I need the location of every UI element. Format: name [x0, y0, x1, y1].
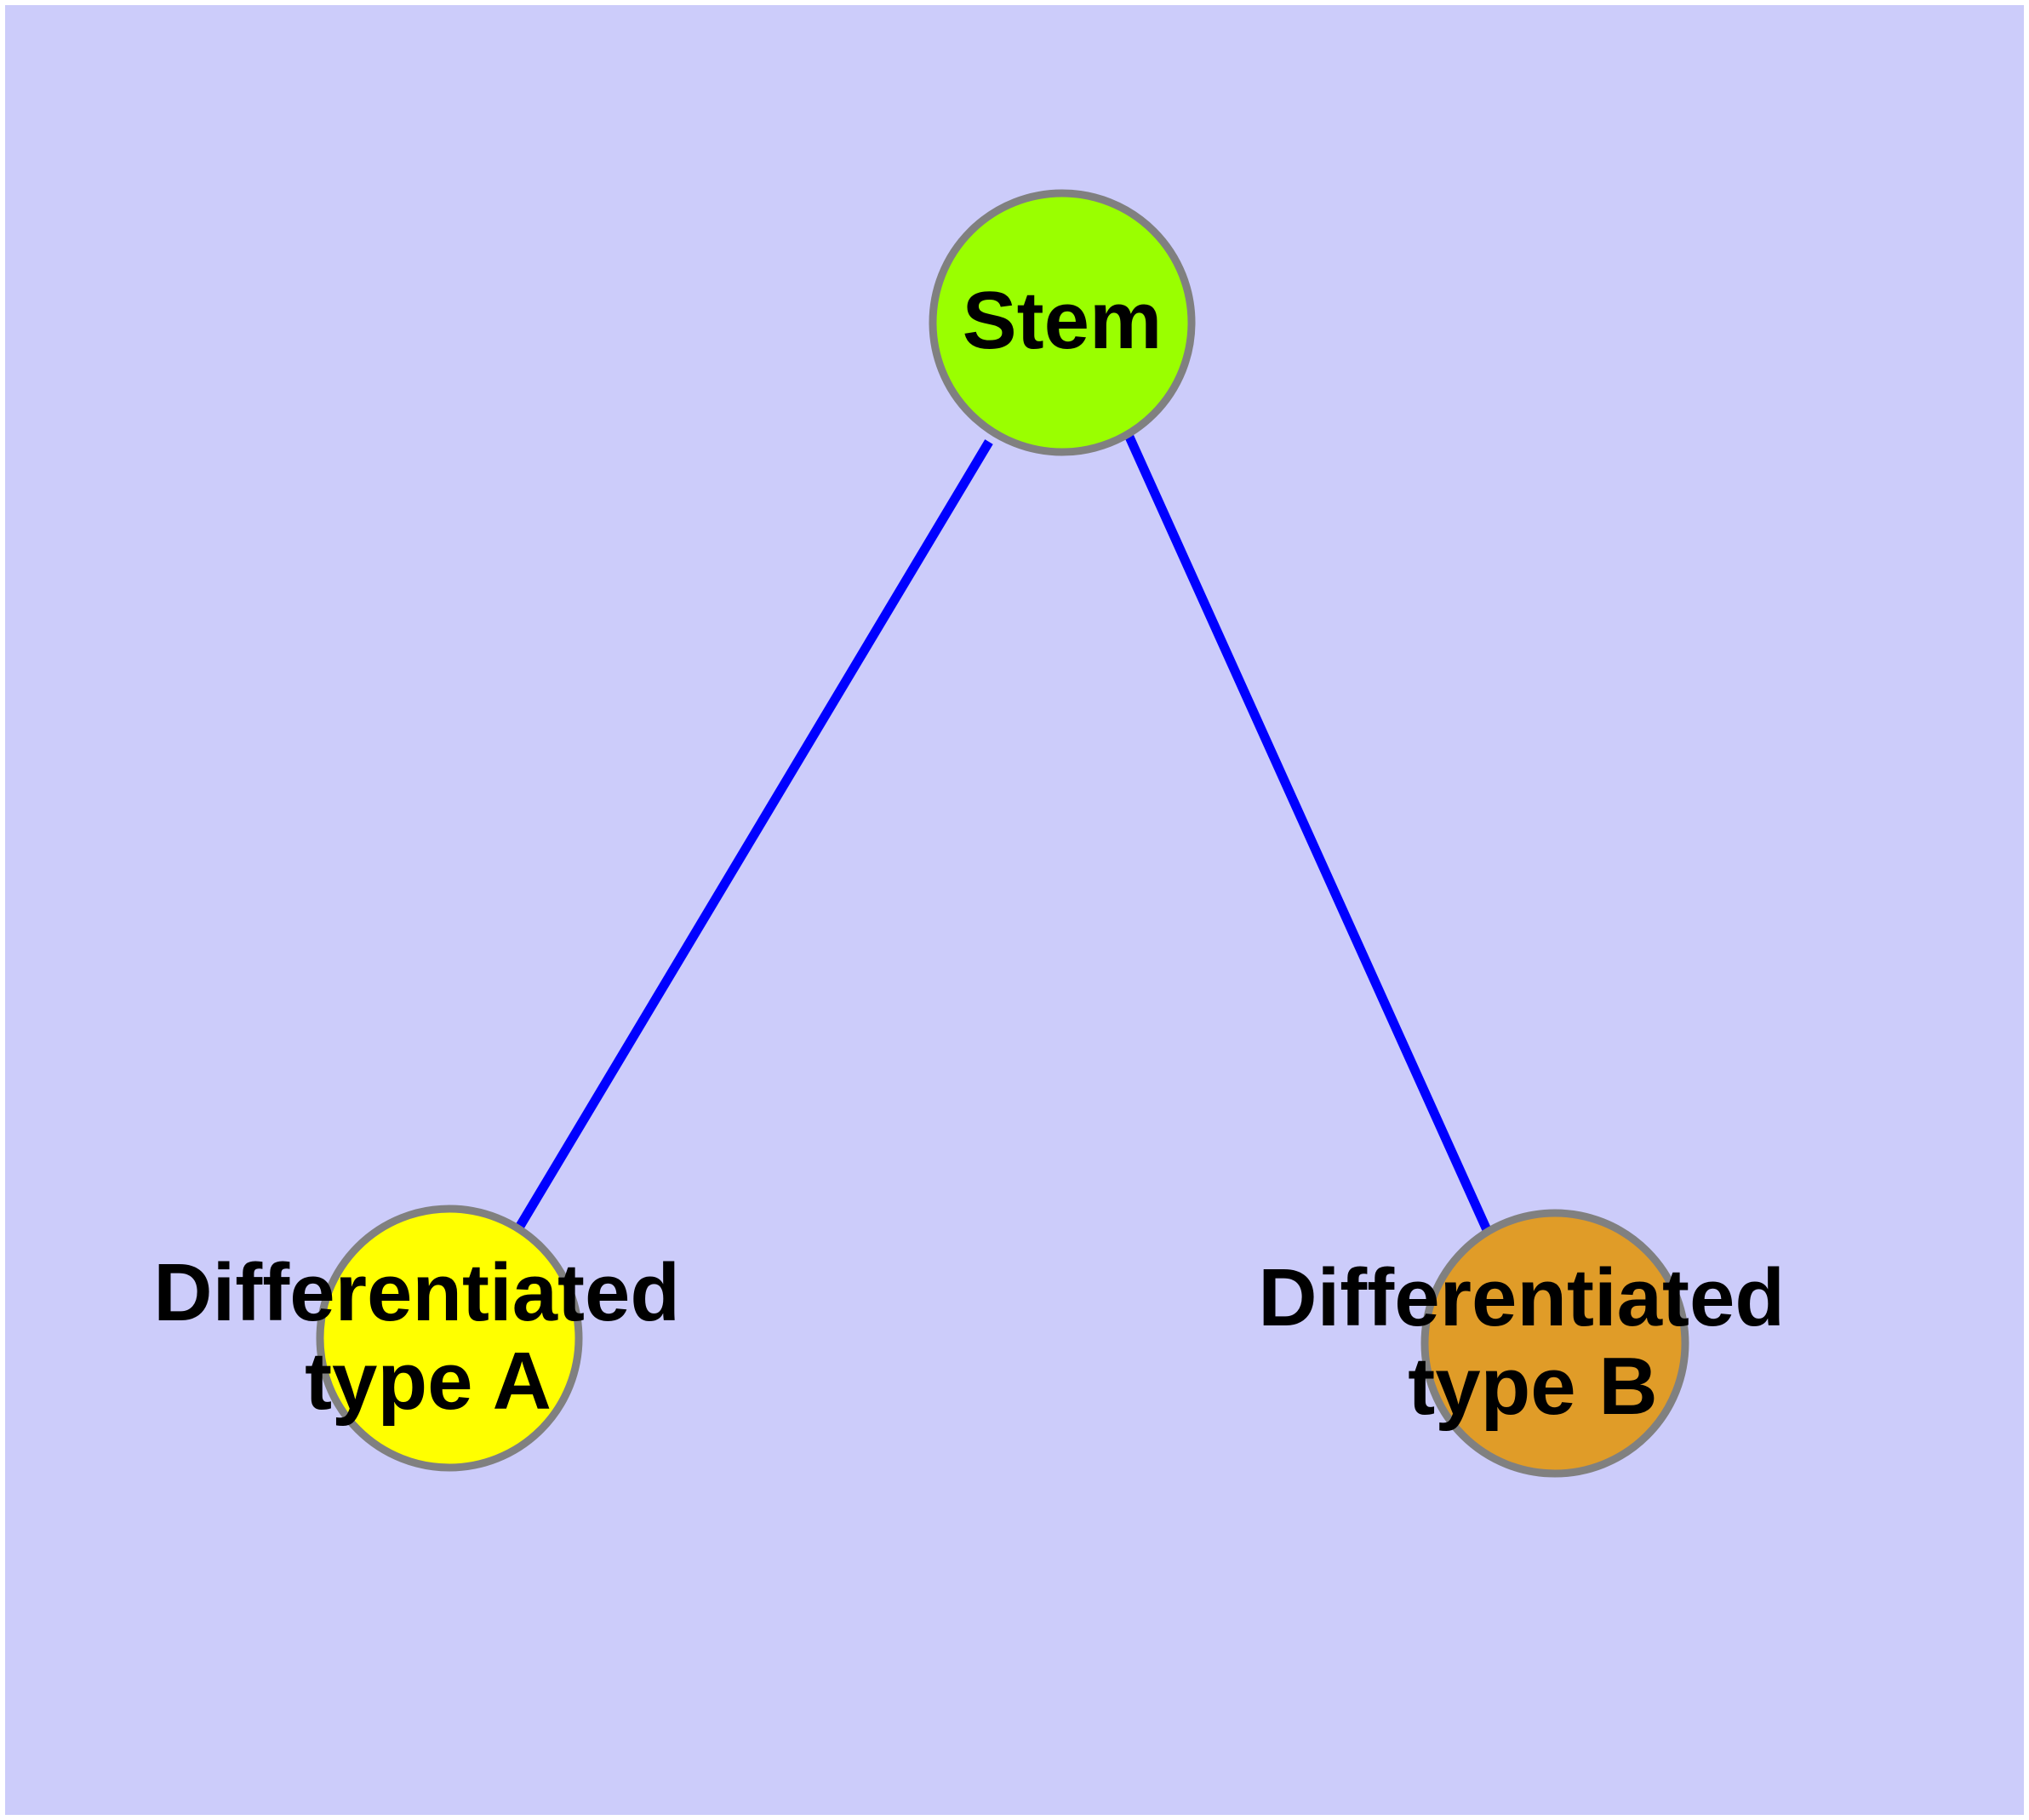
node-differentiated-type-b-circle[interactable] [1420, 1209, 1689, 1478]
node-differentiated-type-a[interactable] [316, 1205, 583, 1472]
node-stem-circle[interactable] [929, 189, 1196, 456]
node-differentiated-type-a-circle[interactable] [316, 1205, 583, 1472]
lineage-graph: Stem Differentiated type A Differentiate… [153, 189, 1807, 1478]
node-layer [316, 189, 1689, 1478]
node-stem-label: Stem [963, 275, 1163, 366]
node-stem[interactable] [929, 189, 1196, 456]
node-differentiated-type-a-label: Differentiated type A [153, 1247, 702, 1427]
node-differentiated-type-b-label: Differentiated type B [1258, 1252, 1807, 1432]
edge-layer [515, 432, 1493, 1234]
node-differentiated-type-b[interactable] [1420, 1209, 1689, 1478]
node-stem-label-line-1: Stem [963, 275, 1163, 366]
label-layer: Stem Differentiated type A Differentiate… [153, 275, 1807, 1432]
node-differentiated-type-b-label-line-2: type B [1408, 1341, 1657, 1432]
node-differentiated-type-a-label-line-1: Differentiated [153, 1247, 680, 1338]
edge-stem-to-differentiated-type-b[interactable] [1123, 432, 1493, 1234]
node-differentiated-type-b-label-line-1: Differentiated [1258, 1252, 1785, 1343]
edge-stem-to-differentiated-type-a[interactable] [515, 439, 993, 1230]
node-differentiated-type-a-label-line-2: type A [305, 1336, 552, 1427]
